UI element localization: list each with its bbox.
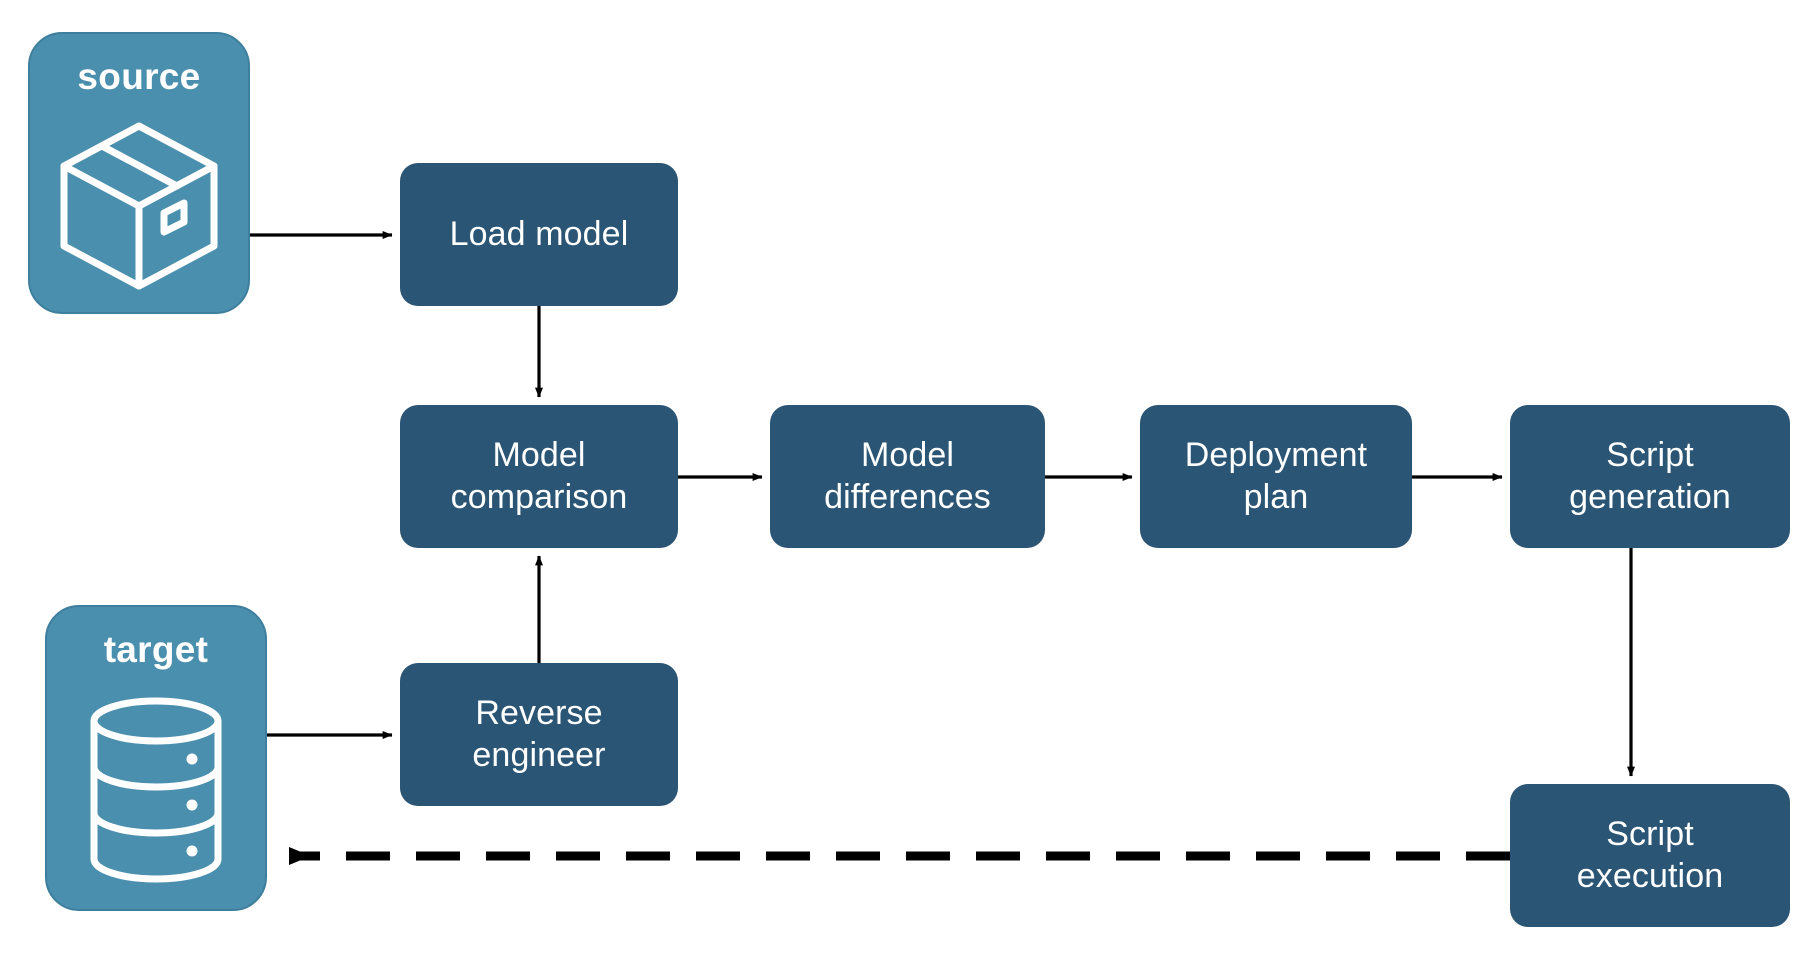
process-reverse-engineer-label: Reverse engineer (472, 694, 606, 774)
process-load-model[interactable]: Load model (400, 163, 678, 306)
process-model-comparison[interactable]: Model comparison (400, 405, 678, 548)
process-script-execution-label: Script execution (1576, 815, 1724, 895)
process-deployment-plan-label: Deployment plan (1184, 436, 1368, 516)
process-script-generation[interactable]: Script generation (1510, 405, 1790, 548)
endpoint-target[interactable]: target (45, 605, 267, 911)
process-model-differences[interactable]: Model differences (770, 405, 1045, 548)
package-box-icon (30, 98, 248, 312)
process-script-generation-label: Script generation (1569, 436, 1731, 516)
process-script-execution[interactable]: Script execution (1510, 784, 1790, 927)
endpoint-source-label: source (77, 56, 201, 97)
process-load-model-label: Load model (449, 214, 629, 253)
process-deployment-plan[interactable]: Deployment plan (1140, 405, 1412, 548)
process-reverse-engineer[interactable]: Reverse engineer (400, 663, 678, 806)
endpoint-target-label: target (103, 629, 209, 670)
endpoint-source[interactable]: source (28, 32, 250, 314)
database-cylinder-icon (47, 671, 265, 909)
process-model-differences-label: Model differences (824, 436, 991, 516)
process-model-comparison-label: Model comparison (450, 436, 628, 516)
